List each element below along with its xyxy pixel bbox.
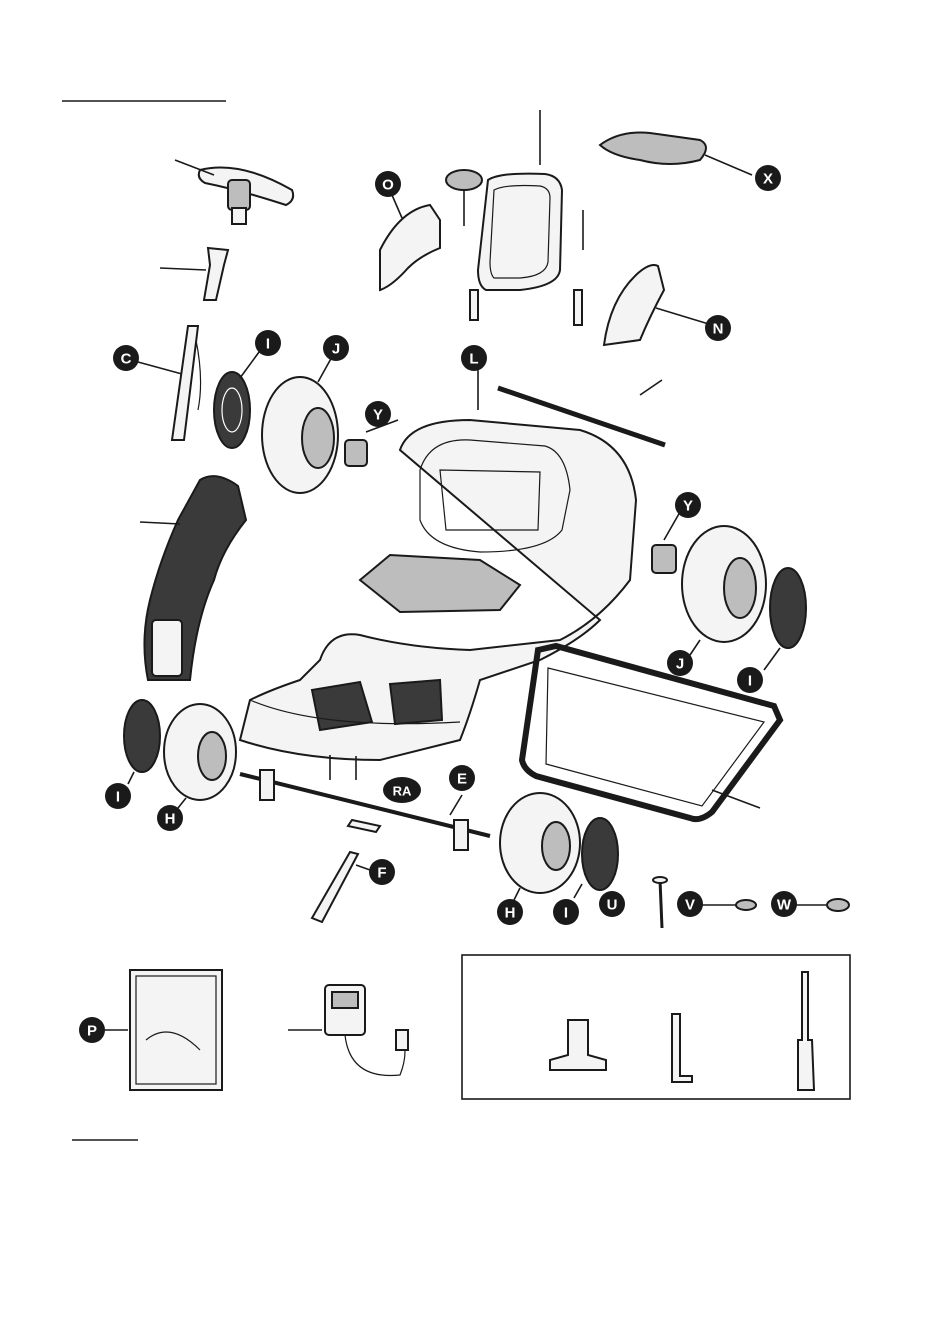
callout-label: C — [121, 351, 132, 368]
callout-label: N — [713, 321, 724, 338]
tools-box — [462, 955, 850, 1099]
callout-label: W — [777, 897, 792, 914]
callout-u: U — [599, 891, 625, 917]
wheel-bushing-right — [652, 512, 680, 573]
callout-v: V — [677, 891, 703, 917]
tie-rod — [312, 852, 370, 922]
fender-right — [604, 265, 712, 345]
callout-y1: Y — [365, 401, 391, 427]
callout-p: P — [79, 1017, 105, 1043]
callout-label: L — [469, 351, 478, 368]
callout-l: L — [461, 345, 487, 371]
wheel-front-left — [164, 704, 236, 808]
callout-label: I — [266, 336, 270, 353]
callout-ra: RA — [383, 777, 421, 803]
callout-i1: I — [255, 330, 281, 356]
owners-manual — [98, 970, 222, 1090]
callout-label: E — [457, 771, 467, 788]
steering-wheel — [175, 160, 293, 224]
callout-c: C — [113, 345, 139, 371]
callout-label: H — [165, 811, 176, 828]
callout-label: I — [116, 789, 120, 806]
callout-i4: I — [553, 899, 579, 925]
hubcap-rear-left — [214, 348, 262, 448]
callout-x: X — [755, 165, 781, 191]
callout-label: P — [87, 1023, 97, 1040]
callout-label: F — [377, 865, 386, 882]
callout-w: W — [771, 891, 797, 917]
wheel-front-right — [500, 793, 580, 900]
callout-y2: Y — [675, 492, 701, 518]
callout-h1: H — [157, 805, 183, 831]
callout-label: I — [564, 905, 568, 922]
callout-label: Y — [373, 407, 383, 424]
wheel-rear-left — [262, 355, 338, 493]
wheel-rear-right — [682, 526, 766, 655]
callout-j2: J — [667, 650, 693, 676]
callout-label: V — [685, 897, 695, 914]
callout-n: N — [705, 315, 731, 341]
callout-e: E — [449, 765, 475, 791]
nut-w — [790, 899, 849, 911]
callout-i2: I — [737, 667, 763, 693]
rear-spoiler — [600, 133, 752, 176]
callout-o: O — [375, 171, 401, 197]
steering-shaft — [138, 326, 201, 440]
hubcap-front-left — [124, 700, 160, 784]
battery-charger — [288, 985, 408, 1076]
callout-h2: H — [497, 899, 523, 925]
hubcap-rear-right — [764, 568, 806, 670]
callout-label: Y — [683, 498, 693, 515]
callout-label: O — [382, 177, 394, 194]
fender-left — [380, 195, 440, 290]
callout-i3: I — [105, 783, 131, 809]
callout-j1: J — [323, 335, 349, 361]
callout-label: I — [748, 673, 752, 690]
callout-label: U — [607, 897, 618, 914]
callout-label: J — [676, 656, 684, 673]
seat-knob — [446, 170, 482, 226]
front-hood — [140, 476, 246, 680]
callout-label: H — [505, 905, 516, 922]
callout-f: F — [369, 859, 395, 885]
callout-label: X — [763, 171, 773, 188]
steering-column-upper — [160, 248, 228, 300]
hubcap-front-right — [574, 818, 618, 898]
washer-v — [700, 900, 756, 910]
seat-back — [470, 110, 583, 325]
wheel-bushing-left — [345, 420, 398, 466]
callout-label: RA — [393, 784, 412, 799]
callout-label: J — [332, 341, 340, 358]
bolt-u — [653, 877, 667, 928]
